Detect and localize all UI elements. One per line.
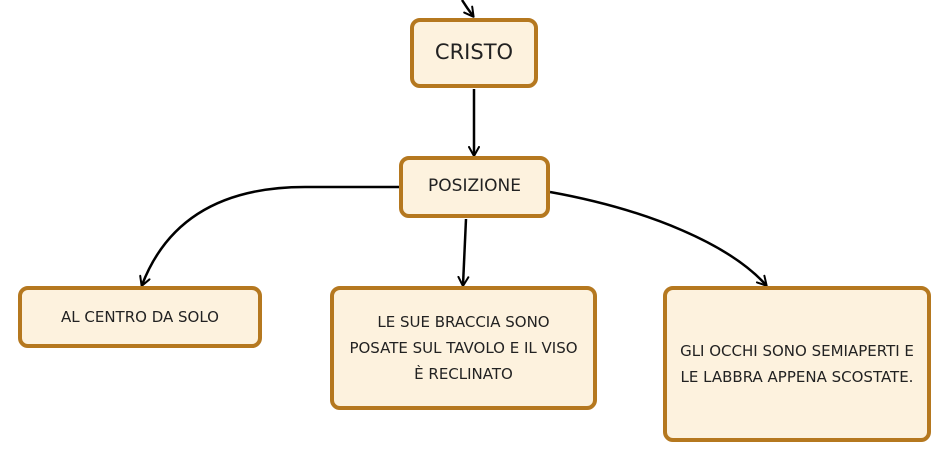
node-posizione: POSIZIONE: [399, 156, 550, 218]
node-cristo-label: CRISTO: [434, 40, 514, 65]
node-al-centro-da-solo-label: AL CENTRO DA SOLO: [61, 307, 219, 326]
node-occhi-semiaperti-label: GLI OCCHI SONO SEMIAPERTI E LE LABBRA AP…: [680, 341, 914, 386]
node-cristo: CRISTO: [410, 18, 538, 88]
connector-posizione-to-braccia: [457, 218, 470, 287]
node-braccia-posate: LE SUE BRACCIA SONO POSATE SUL TAVOLO E …: [330, 286, 597, 410]
node-al-centro-da-solo: AL CENTRO DA SOLO: [18, 286, 262, 348]
node-braccia-posate-label: LE SUE BRACCIA SONO POSATE SUL TAVOLO E …: [349, 312, 578, 384]
node-posizione-label: POSIZIONE: [428, 176, 521, 197]
connector-incoming-to-cristo: [460, 0, 475, 18]
node-occhi-semiaperti: GLI OCCHI SONO SEMIAPERTI E LE LABBRA AP…: [663, 286, 931, 442]
connector-posizione-to-occhi: [549, 190, 768, 287]
connector-posizione-to-centro: [139, 185, 399, 287]
